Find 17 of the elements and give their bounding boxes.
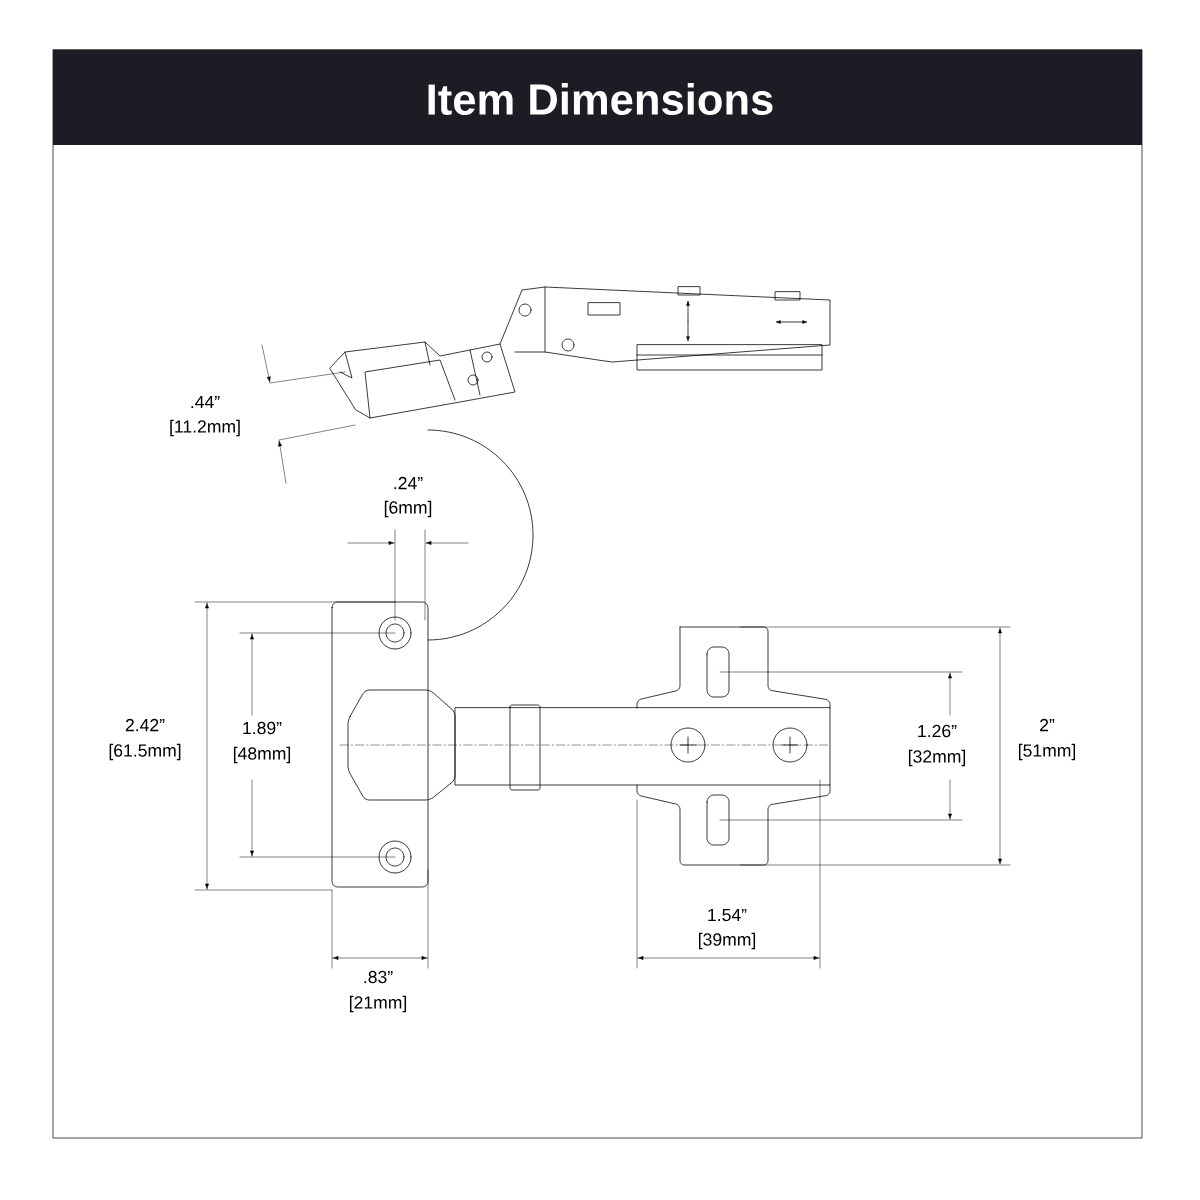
dimension-label: [51mm]: [1019, 743, 1076, 761]
dimension-label: 1.54”: [708, 908, 747, 922]
dimension-label: [48mm]: [233, 746, 291, 764]
dimension-label: [39mm]: [698, 932, 756, 950]
dimension-label: [21mm]: [349, 995, 407, 1013]
dimension-label: .44”: [191, 395, 220, 409]
dimension-label: [32mm]: [909, 749, 966, 767]
dimension-label: 1.89”: [243, 721, 282, 735]
dimension-label: [6mm]: [384, 500, 432, 518]
title-banner: Item Dimensions: [53, 50, 1142, 145]
dimension-label: .83”: [364, 970, 393, 984]
dimension-label: [61.5mm]: [109, 743, 181, 761]
dimension-label: 1.26”: [918, 724, 957, 738]
dimension-label: 2”: [1040, 718, 1055, 732]
dimension-label: [11.2mm]: [170, 419, 240, 437]
dimension-label: .24”: [394, 476, 423, 490]
dimension-label: 2.42”: [125, 718, 165, 732]
